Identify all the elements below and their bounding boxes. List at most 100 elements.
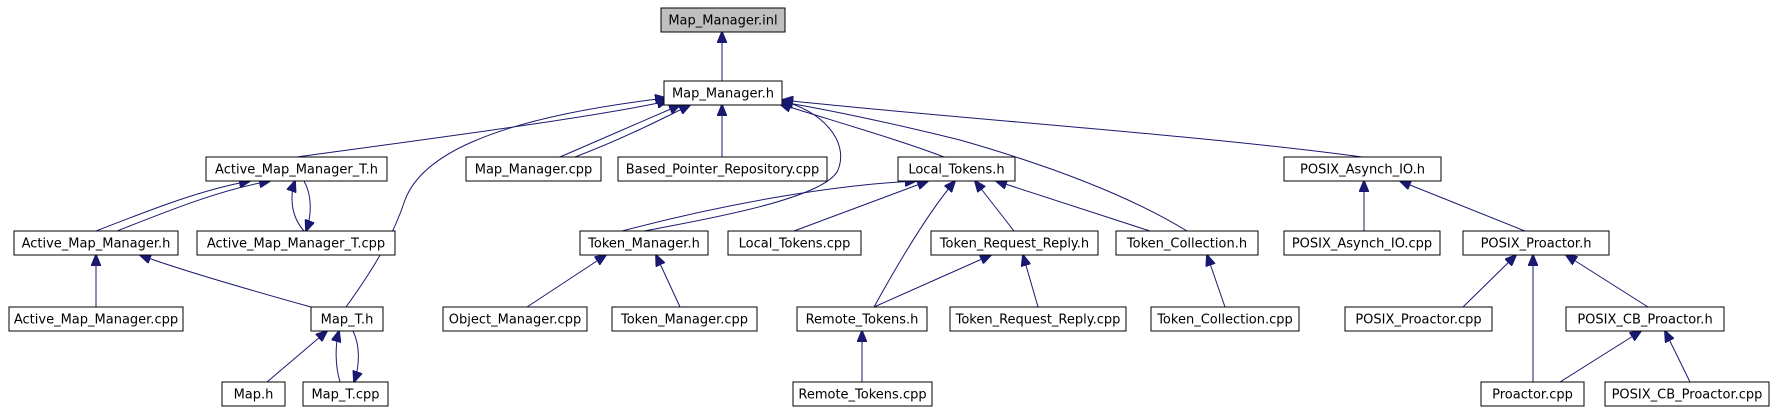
node-box[interactable] (617, 156, 828, 182)
edge-posix-proactor-cpp-to-posix-proactor-h (1462, 255, 1516, 308)
node-object-manager-cpp[interactable]: Object_Manager.cpp (442, 306, 588, 332)
node-label: Local_Tokens.cpp (739, 237, 851, 252)
node-label: Token_Request_Reply.cpp (955, 313, 1121, 328)
node-label: Map_Manager.cpp (475, 163, 593, 178)
edge-token-manager-h-to-local-tokens-h (621, 181, 916, 232)
node-map-manager-inl[interactable]: Map_Manager.inl (660, 7, 786, 33)
graph-nodes: Map_Manager.inlMap_Manager.hActive_Map_M… (8, 7, 1770, 407)
node-map-h[interactable]: Map.h (221, 381, 286, 407)
node-box[interactable] (727, 230, 862, 256)
edge-token-request-reply-h-to-local-tokens-h (975, 181, 1015, 232)
node-label: Token_Request_Reply.h (939, 237, 1089, 252)
edge-map-t-cpp-to-map-t-h (336, 331, 340, 383)
edge-posix-asynch-io-h-to-map-manager-h (782, 100, 1363, 158)
node-box[interactable] (611, 306, 758, 332)
node-box[interactable] (310, 306, 384, 332)
node-posix-proactor-cpp[interactable]: POSIX_Proactor.cpp (1344, 306, 1493, 332)
node-token-manager-cpp[interactable]: Token_Manager.cpp (611, 306, 758, 332)
node-active-map-manager-h[interactable]: Active_Map_Manager.h (13, 230, 179, 256)
node-label: POSIX_CB_Proactor.h (1577, 313, 1712, 328)
edge-token-request-reply-cpp-to-token-request-reply-h (1023, 255, 1039, 308)
node-box[interactable] (221, 381, 286, 407)
edge-map-t-h-to-active-map-manager-h (140, 255, 312, 308)
node-active-map-manager-t-cpp[interactable]: Active_Map_Manager_T.cpp (196, 230, 396, 256)
node-remote-tokens-h[interactable]: Remote_Tokens.h (796, 306, 928, 332)
node-box[interactable] (897, 156, 1016, 182)
edge-map-h-to-map-t-h (266, 331, 327, 383)
edge-active-map-manager-t-h-to-active-map-manager-t-cpp (303, 180, 310, 231)
node-label: Proactor.cpp (1492, 388, 1573, 403)
node-map-manager-h[interactable]: Map_Manager.h (663, 80, 783, 106)
node-box[interactable] (1462, 230, 1610, 256)
node-box[interactable] (1480, 381, 1585, 407)
node-box[interactable] (1150, 306, 1300, 332)
node-local-tokens-h[interactable]: Local_Tokens.h (897, 156, 1016, 182)
node-box[interactable] (579, 230, 709, 256)
node-label: Map_T.cpp (311, 388, 379, 403)
node-box[interactable] (663, 80, 783, 106)
node-active-map-manager-t-h[interactable]: Active_Map_Manager_T.h (205, 156, 388, 182)
node-token-collection-cpp[interactable]: Token_Collection.cpp (1150, 306, 1300, 332)
node-active-map-manager-cpp[interactable]: Active_Map_Manager.cpp (8, 306, 184, 332)
node-box[interactable] (792, 381, 933, 407)
node-map-t-cpp[interactable]: Map_T.cpp (302, 381, 389, 407)
node-posix-cb-proactor-h[interactable]: POSIX_CB_Proactor.h (1565, 306, 1725, 332)
node-box[interactable] (1604, 381, 1770, 407)
node-box[interactable] (205, 156, 388, 182)
node-label: POSIX_Proactor.cpp (1355, 313, 1481, 328)
node-label: Active_Map_Manager.h (22, 237, 171, 252)
node-label: Token_Collection.h (1126, 237, 1247, 252)
node-label: Map_T.h (321, 313, 374, 328)
node-remote-tokens-cpp[interactable]: Remote_Tokens.cpp (792, 381, 933, 407)
node-box[interactable] (302, 381, 389, 407)
node-posix-asynch-io-cpp[interactable]: POSIX_Asynch_IO.cpp (1283, 230, 1441, 256)
edge-active-map-manager-t-cpp-to-active-map-manager-t-h (292, 181, 305, 232)
node-based-pointer-repository-cpp[interactable]: Based_Pointer_Repository.cpp (617, 156, 828, 182)
node-posix-asynch-io-h[interactable]: POSIX_Asynch_IO.h (1283, 156, 1442, 182)
node-label: Based_Pointer_Repository.cpp (626, 163, 820, 178)
edge-map-manager-cpp-to-map-manager-h (574, 105, 690, 158)
node-label: Map_Manager.inl (668, 14, 777, 29)
edge-token-collection-h-to-map-manager-h (782, 102, 1188, 232)
node-box[interactable] (8, 306, 184, 332)
node-label: Token_Collection.cpp (1156, 313, 1293, 328)
node-box[interactable] (660, 7, 786, 33)
node-local-tokens-cpp[interactable]: Local_Tokens.cpp (727, 230, 862, 256)
node-token-manager-h[interactable]: Token_Manager.h (579, 230, 709, 256)
node-map-t-h[interactable]: Map_T.h (310, 306, 384, 332)
node-box[interactable] (1283, 156, 1442, 182)
node-proactor-cpp[interactable]: Proactor.cpp (1480, 381, 1585, 407)
node-map-manager-cpp[interactable]: Map_Manager.cpp (465, 156, 602, 182)
edge-active-map-manager-h-to-active-map-manager-t-h (95, 181, 250, 232)
node-label: Token_Manager.h (587, 237, 700, 252)
edge-map-t-h-to-map-manager-h (345, 98, 666, 308)
node-box[interactable] (442, 306, 588, 332)
node-box[interactable] (796, 306, 928, 332)
node-box[interactable] (196, 230, 396, 256)
node-box[interactable] (13, 230, 179, 256)
edge-posix-cb-proactor-cpp-to-posix-cb-proactor-h (1665, 331, 1691, 383)
edge-remote-tokens-h-to-token-request-reply-h (873, 255, 991, 308)
node-box[interactable] (1344, 306, 1493, 332)
edge-local-tokens-h-to-map-manager-h (780, 104, 945, 158)
node-label: Map_Manager.h (672, 87, 774, 102)
node-label: Token_Manager.cpp (620, 313, 748, 328)
node-box[interactable] (949, 306, 1127, 332)
node-token-request-reply-cpp[interactable]: Token_Request_Reply.cpp (949, 306, 1127, 332)
node-label: Map.h (234, 388, 274, 403)
node-label: Remote_Tokens.h (806, 313, 919, 328)
node-token-request-reply-h[interactable]: Token_Request_Reply.h (930, 230, 1099, 256)
node-box[interactable] (1283, 230, 1441, 256)
edge-remote-tokens-h-to-local-tokens-h (873, 181, 955, 308)
edge-active-map-manager-t-h-to-map-manager-h (296, 101, 668, 158)
node-box[interactable] (1115, 230, 1259, 256)
edge-token-collection-h-to-local-tokens-h (996, 181, 1151, 232)
node-posix-proactor-h[interactable]: POSIX_Proactor.h (1462, 230, 1610, 256)
node-box[interactable] (465, 156, 602, 182)
edge-posix-cb-proactor-h-to-posix-proactor-h (1566, 255, 1649, 308)
edge-object-manager-cpp-to-token-manager-h (526, 255, 606, 308)
node-box[interactable] (1565, 306, 1725, 332)
node-posix-cb-proactor-cpp[interactable]: POSIX_CB_Proactor.cpp (1604, 381, 1770, 407)
node-box[interactable] (930, 230, 1099, 256)
node-token-collection-h[interactable]: Token_Collection.h (1115, 230, 1259, 256)
